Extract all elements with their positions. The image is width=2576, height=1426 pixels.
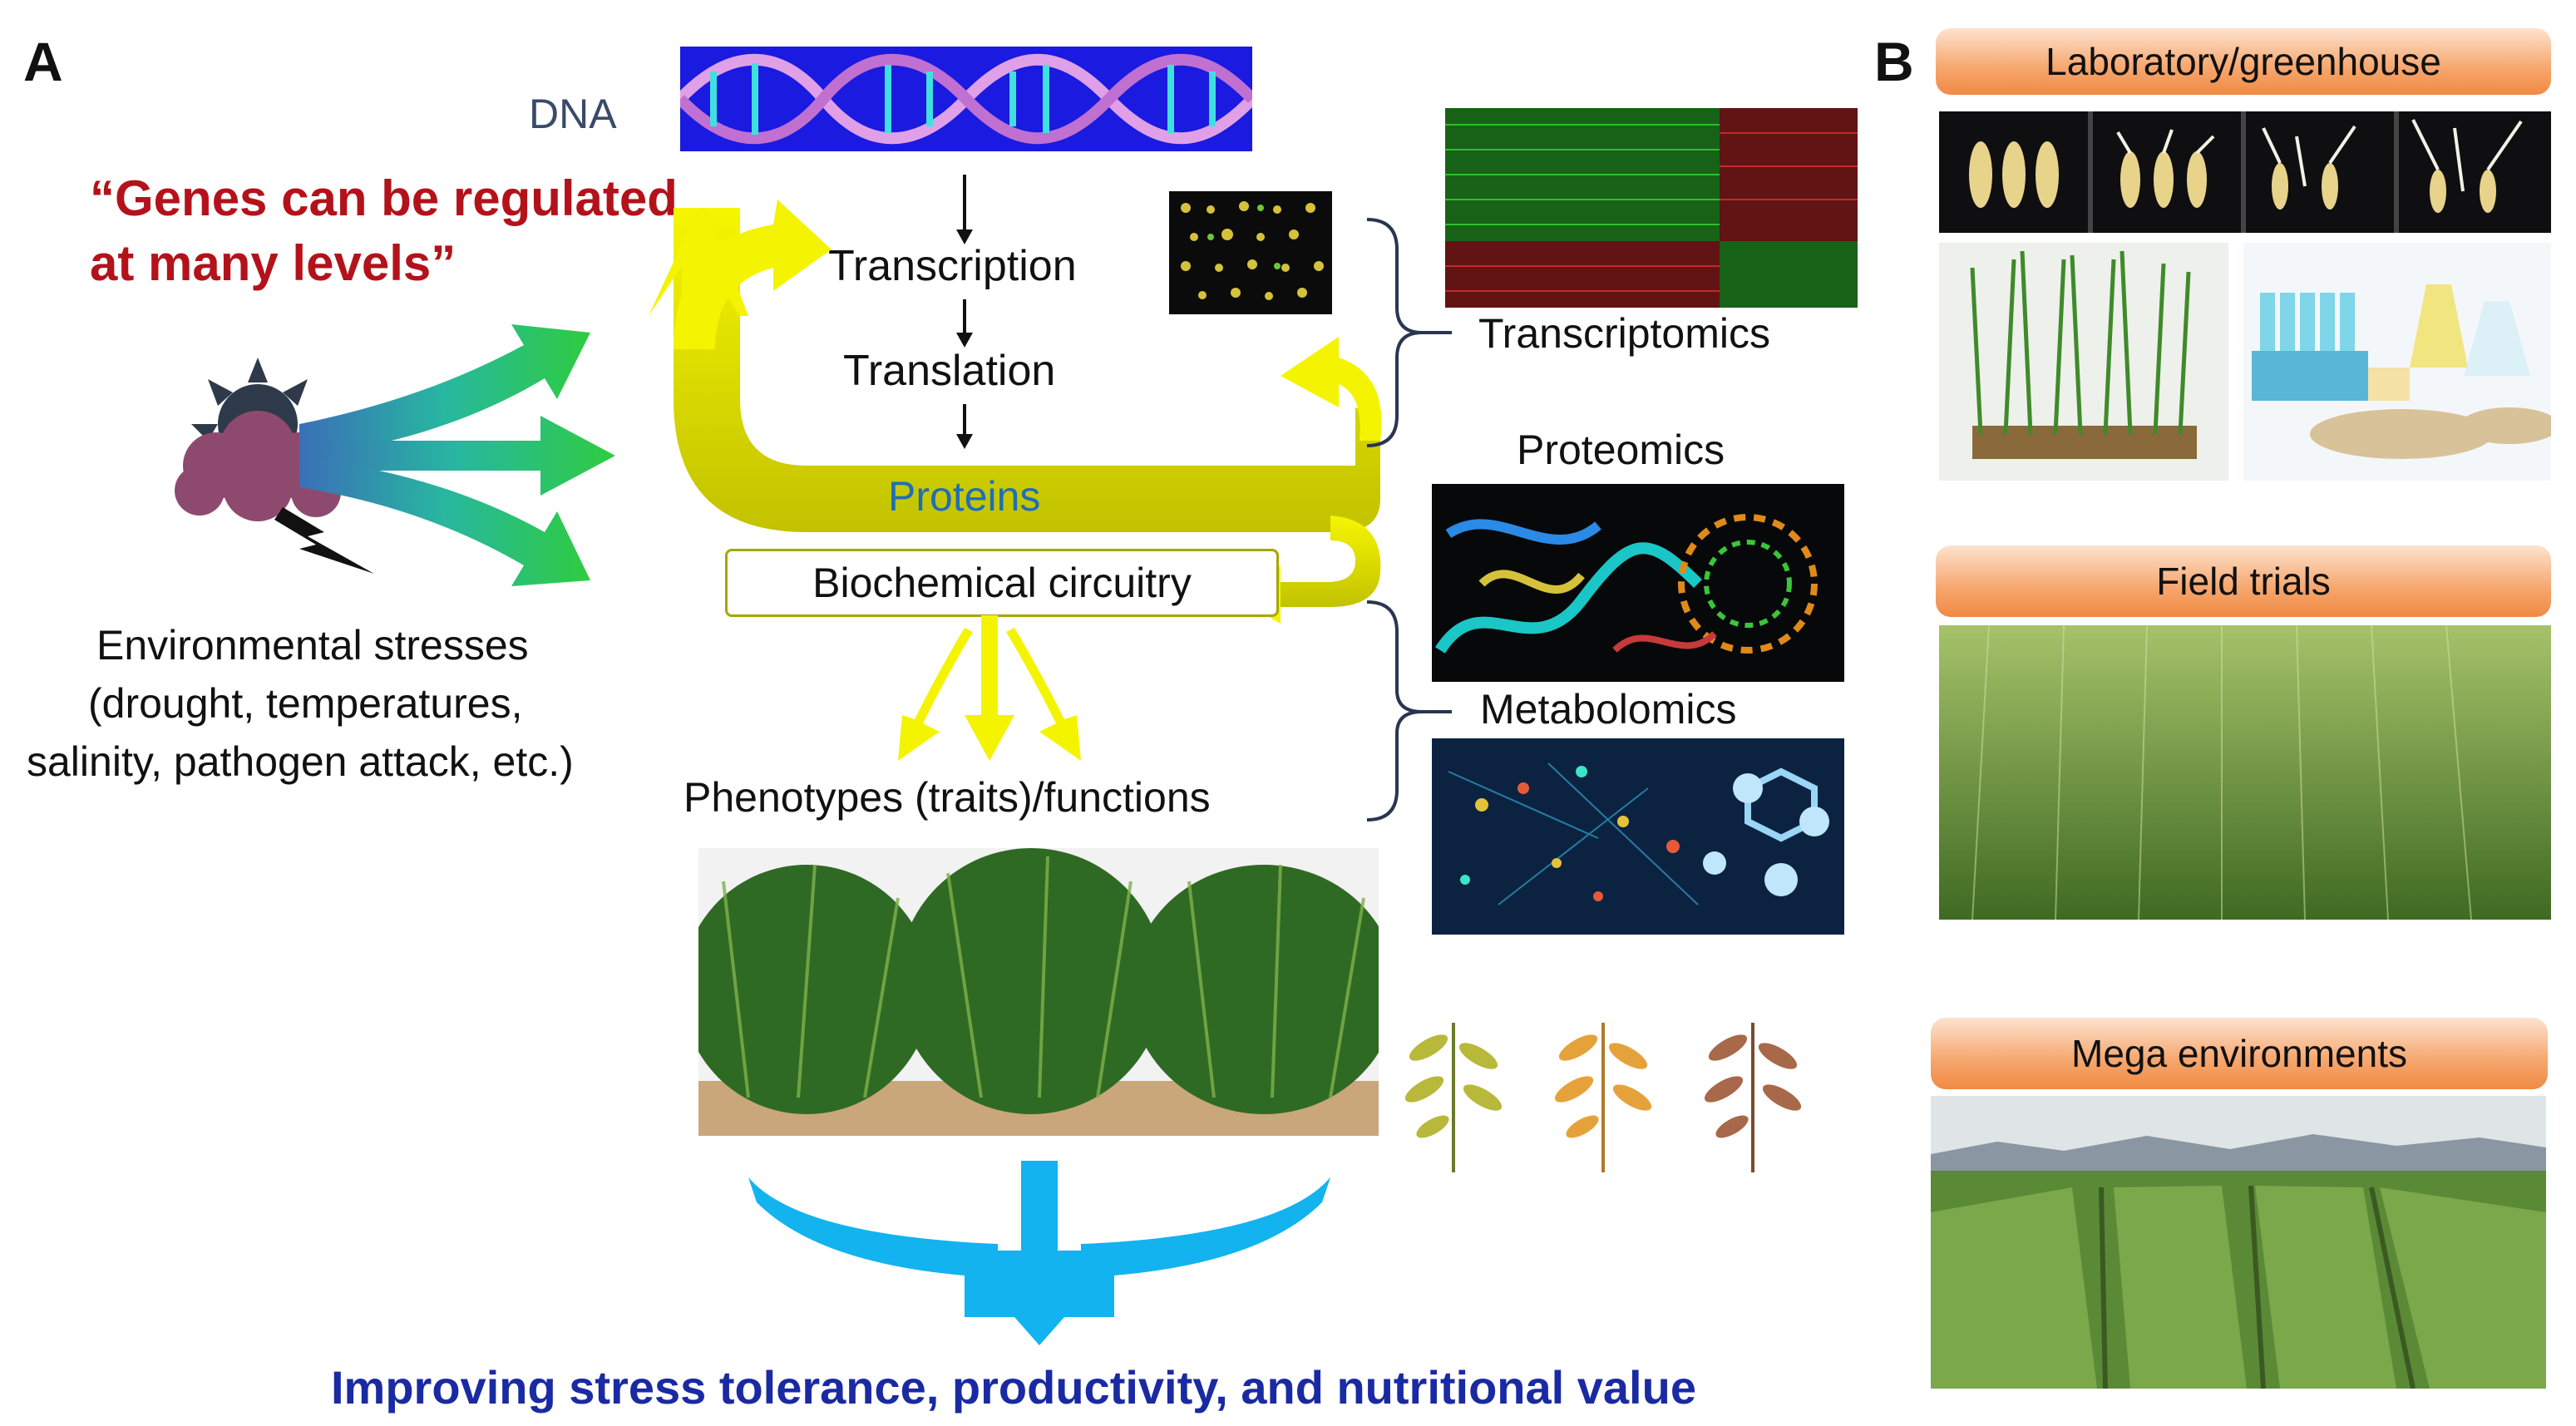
stress-arrows xyxy=(299,324,615,586)
central-dogma-arrows xyxy=(956,175,973,449)
biochemical-circuitry-label: Biochemical circuitry xyxy=(812,560,1192,606)
proteomics-label: Proteomics xyxy=(1517,427,1725,473)
oat-panicles-icons xyxy=(1404,1023,1802,1172)
metabolomics-label: Metabolomics xyxy=(1480,686,1737,733)
laboratory-photo xyxy=(2243,243,2551,481)
quote-line-2: at many levels” xyxy=(90,235,456,291)
mega-environments-photo xyxy=(1931,1096,2546,1389)
metabolite-network-image xyxy=(1432,738,1844,935)
field-trials-photo xyxy=(1939,625,2551,920)
proteins-label: Proteins xyxy=(888,473,1041,520)
env-stress-line-1: Environmental stresses xyxy=(96,622,529,669)
panel-a-letter: A xyxy=(23,31,63,92)
heatmap-image xyxy=(1445,108,1858,308)
regulation-feedback-band xyxy=(649,200,1382,624)
env-stress-line-2: (drought, temperatures, xyxy=(88,680,523,727)
dna-helix-image xyxy=(680,47,1252,151)
greenhouse-seedlings-photo xyxy=(1939,243,2228,481)
transcription-label: Transcription xyxy=(828,242,1077,290)
seed-germination-photos xyxy=(1939,111,2551,233)
phenotype-arrows xyxy=(898,615,1081,761)
dna-label: DNA xyxy=(529,91,617,137)
microarray-image xyxy=(1169,191,1332,314)
panel-b-letter: B xyxy=(1874,31,1914,92)
lab-greenhouse-header-label: Laboratory/greenhouse xyxy=(2046,40,2441,83)
metabolomics-bracket xyxy=(1366,600,1452,822)
env-stress-line-3: salinity, pathogen attack, etc.) xyxy=(27,738,574,785)
biochemical-circuitry-box: Biochemical circuitry xyxy=(725,549,1279,617)
transcriptomics-label: Transcriptomics xyxy=(1478,310,1770,357)
protein-structure-image xyxy=(1432,484,1844,682)
translation-label: Translation xyxy=(843,347,1056,395)
quote-line-1: “Genes can be regulated xyxy=(90,170,678,226)
transcriptomics-bracket xyxy=(1366,218,1452,447)
weather-stress-icon xyxy=(175,358,374,574)
improvement-funnel-arrow xyxy=(748,1161,1330,1345)
mega-environments-header: Mega environments xyxy=(1931,1018,2548,1089)
bottom-goal-text: Improving stress tolerance, productivity… xyxy=(331,1361,1696,1414)
lab-greenhouse-header: Laboratory/greenhouse xyxy=(1936,28,2551,95)
oat-plants-photo xyxy=(698,848,1379,1136)
field-trials-header: Field trials xyxy=(1936,545,2551,617)
phenotypes-label: Phenotypes (traits)/functions xyxy=(683,774,1211,821)
field-trials-header-label: Field trials xyxy=(2156,560,2331,603)
mega-environments-header-label: Mega environments xyxy=(2071,1032,2407,1075)
